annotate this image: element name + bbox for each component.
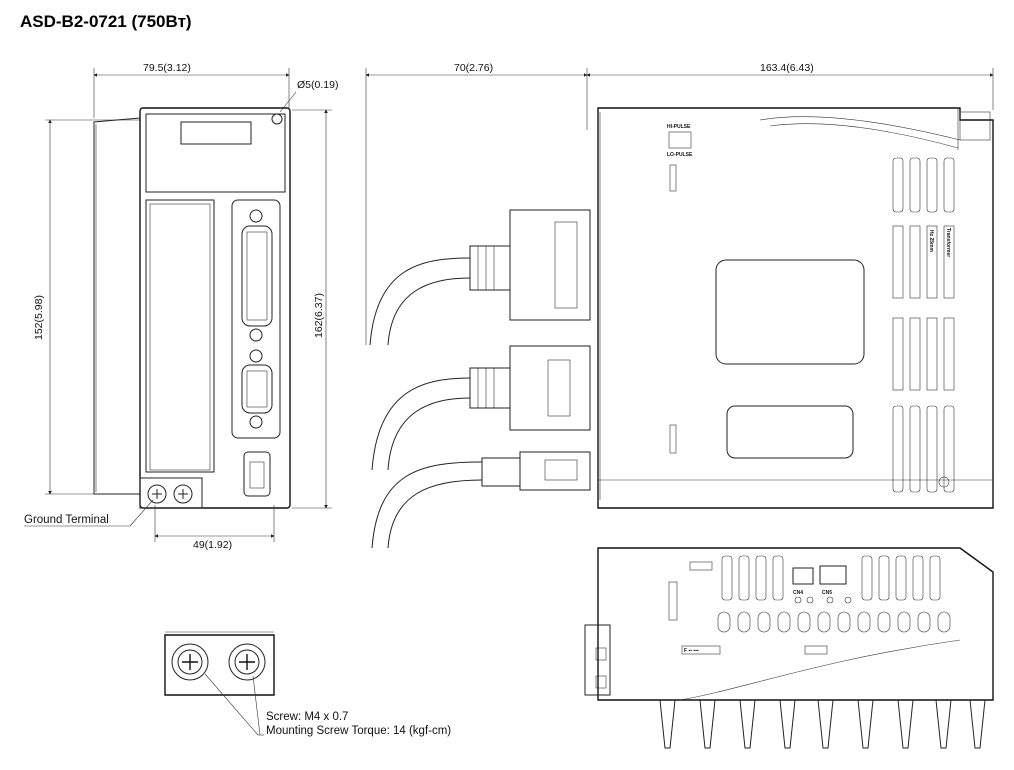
dim-connector-depth: 70(2.76) — [454, 62, 493, 74]
bottom-vents-row — [717, 611, 951, 633]
side-vents — [892, 157, 955, 493]
dim-height-162: 162(6.37) — [313, 293, 325, 338]
dim-hole-diameter: Ø5(0.19) — [297, 79, 338, 91]
bottom-vents-top — [721, 555, 941, 601]
cn4-label: CN4 — [793, 590, 803, 596]
dim-ground-spacing: 49(1.92) — [193, 539, 232, 551]
screw-detail: Screw: M4 x 0.7 Mounting Screw Torque: 1… — [164, 631, 451, 737]
screw-spec-label: Screw: M4 x 0.7 — [266, 711, 348, 723]
side-view: 70(2.76) 163.4(6.43) HI-PULSE LO-PULSE — [365, 62, 994, 549]
heatsink-fins — [659, 699, 986, 749]
dim-body-depth: 163.4(6.43) — [760, 62, 814, 74]
bottom-view: F ▪▪ ▪▪▪ CN4 CN5 — [584, 547, 994, 749]
transformer-label: Transformer — [945, 228, 951, 257]
lo-pulse-label: LO-PULSE — [667, 152, 693, 158]
model-plate: F ▪▪ ▪▪▪ — [684, 648, 699, 654]
frequency-label: Hz 25mm — [928, 230, 934, 253]
cable-plugs — [369, 209, 591, 549]
hi-pulse-label: HI-PULSE — [667, 124, 691, 130]
cn5-label: CN5 — [822, 590, 832, 596]
page-title: ASD-B2-0721 (750Вт) — [20, 12, 192, 31]
front-view: 79.5(3.12) Ø5(0.19) 152(5.98) 162(6.37) — [24, 62, 338, 551]
ground-terminal-label: Ground Terminal — [24, 514, 109, 526]
dim-front-width: 79.5(3.12) — [143, 62, 191, 74]
dim-height-152: 152(5.98) — [33, 295, 45, 340]
cn1-pin-grid — [246, 231, 268, 321]
screw-torque-label: Mounting Screw Torque: 14 (kgf-cm) — [266, 725, 451, 737]
